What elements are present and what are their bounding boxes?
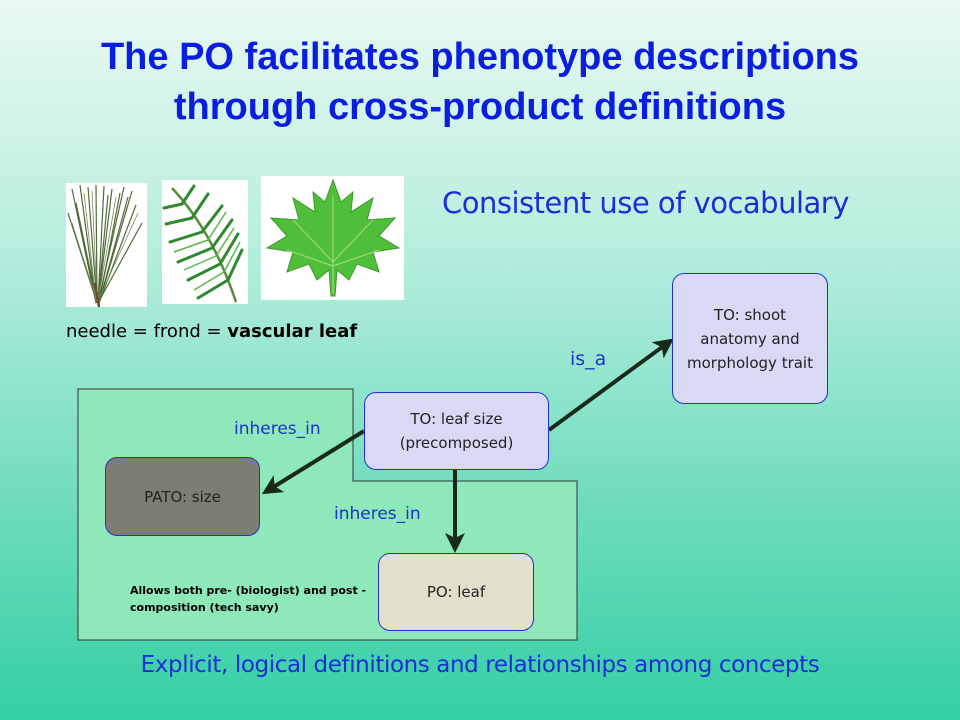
maple-leaf-photo: [261, 176, 404, 300]
is-a-label: is_a: [570, 348, 607, 370]
shoot-trait-label: TO: shoot anatomy and morphology trait: [687, 305, 813, 372]
equation-bold: vascular leaf: [227, 321, 358, 342]
leaf-size-label: TO: leaf size (precomposed): [399, 410, 514, 452]
title-line-1: The PO facilitates phenotype description…: [100, 36, 860, 78]
pato-size-box: PATO: size: [105, 457, 260, 536]
inheres-in-label-po: inheres_in: [334, 504, 421, 524]
shoot-trait-box: TO: shoot anatomy and morphology trait: [672, 273, 828, 404]
po-leaf-label: PO: leaf: [426, 583, 486, 601]
equation-prefix: needle = frond =: [66, 321, 228, 342]
is-a-arrow: [547, 338, 674, 432]
subtitle: Consistent use of vocabulary: [442, 186, 849, 220]
leaf-size-box: TO: leaf size (precomposed): [364, 392, 549, 470]
po-leaf-box: PO: leaf: [378, 553, 534, 631]
pine-needles-photo: [66, 183, 147, 308]
leaf-equation: needle = frond = vascular leaf: [66, 321, 357, 342]
inheres-in-label-pato: inheres_in: [234, 419, 321, 439]
composition-note: Allows both pre- (biologist) and post -c…: [130, 584, 367, 614]
inheres-in-arrow-pato: [261, 429, 366, 495]
slide-title: The PO facilitates phenotype description…: [0, 32, 960, 132]
title-line-2: through cross-product definitions: [173, 86, 787, 128]
palm-frond-photo: [162, 180, 248, 304]
footer-caption: Explicit, logical definitions and relati…: [140, 652, 820, 678]
pato-size-label: PATO: size: [144, 487, 221, 506]
